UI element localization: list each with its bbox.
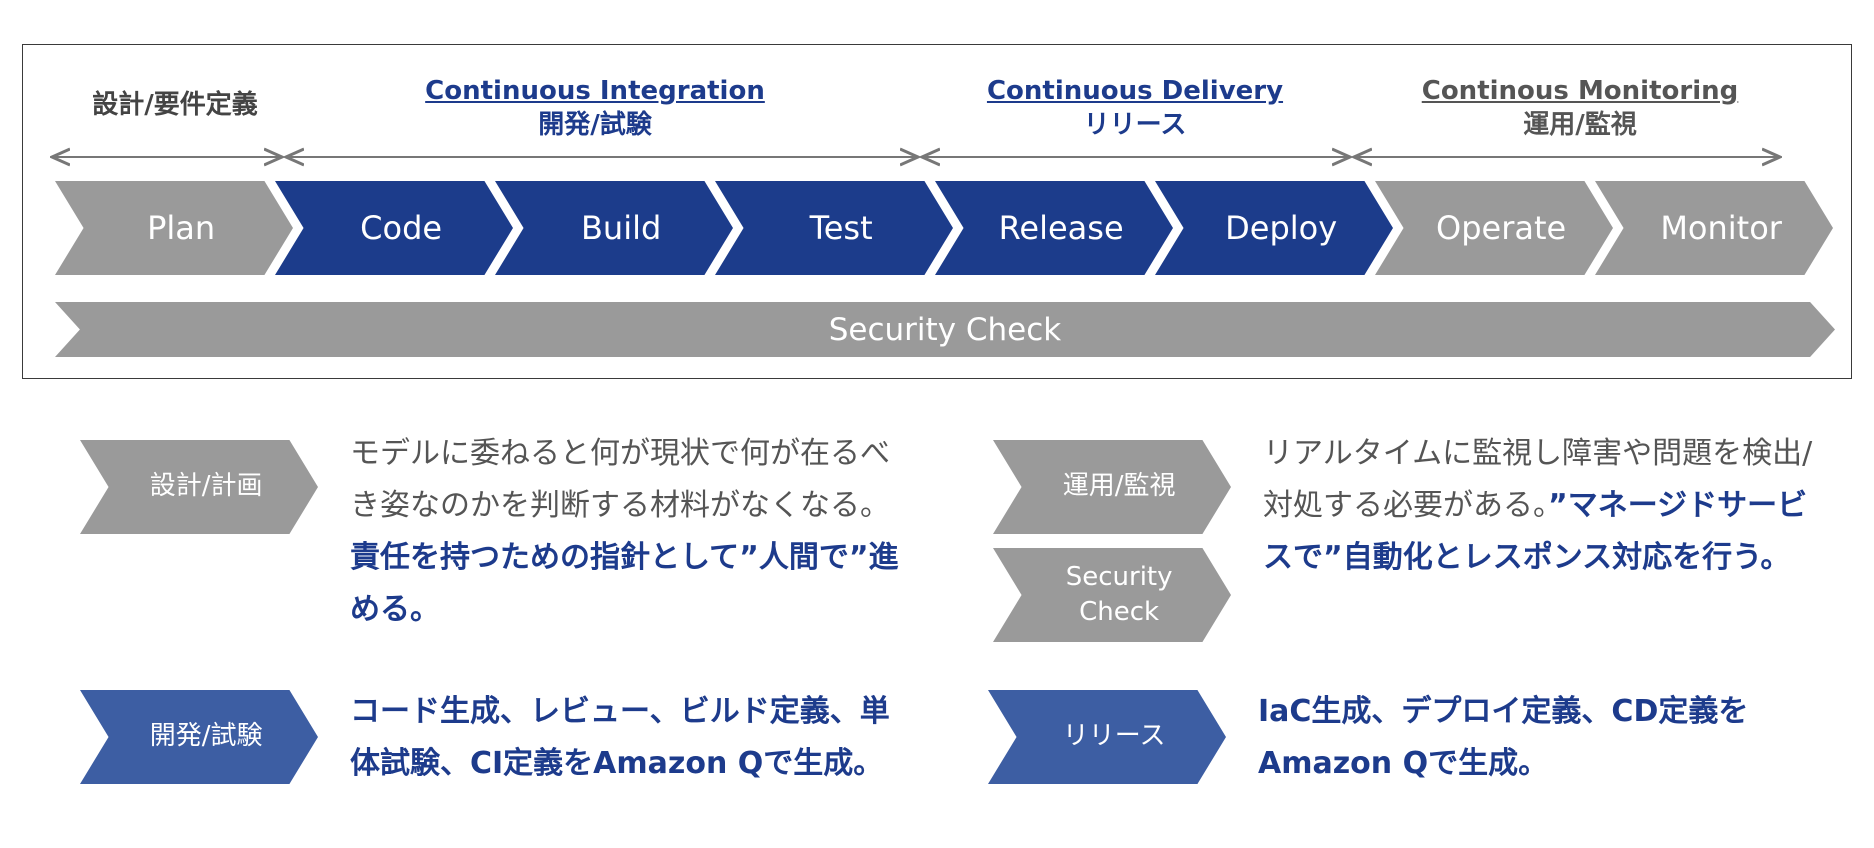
legend-release: リリース (988, 690, 1226, 784)
stage-operate-label: Operate (1436, 209, 1567, 247)
stage-monitor-label: Monitor (1660, 209, 1782, 247)
legend-ops: 運用/監視 (993, 440, 1231, 534)
phase-header-ci-en: Continuous Integration (425, 76, 765, 106)
legend-dev-label: 開発/試験 (149, 721, 263, 752)
stage-release-label: Release (998, 209, 1124, 247)
phase-header-cm: Continous Monitoring 運用/監視 (1400, 74, 1760, 142)
phase-header-plan-jp: 設計/要件定義 (92, 90, 258, 120)
pipeline-frame (22, 44, 1852, 379)
phase-header-cm-jp: 運用/監視 (1523, 110, 1637, 140)
dev-description-text: コード生成、レビュー、ビルド定義、単体試験、CI定義をAmazon Qで生成。 (350, 694, 890, 781)
stage-build-label: Build (580, 209, 662, 247)
design-description: モデルに委ねると何が現状で何が在るべき姿なのかを判断する材料がなくなる。責任を持… (350, 428, 910, 636)
ops-description: リアルタイムに監視し障害や問題を検出/対処する必要がある。”マネージドサービスで… (1263, 428, 1823, 584)
phase-header-cm-en: Continous Monitoring (1421, 76, 1739, 106)
design-description-emphasis: 責任を持つための指針として”人間で”進める。 (350, 540, 899, 627)
phase-header-cd-en: Continuous Delivery (986, 76, 1284, 106)
stage-test: Test (715, 181, 953, 275)
ops-description-emphasis: ”マネージドサービスで”自動化とレスポンス対応を行う。 (1263, 488, 1808, 575)
stage-monitor: Monitor (1595, 181, 1833, 275)
legend-security-line1: Security (1065, 561, 1173, 592)
stage-plan: Plan (55, 181, 293, 275)
stage-deploy: Deploy (1155, 181, 1393, 275)
release-description: IaC生成、デプロイ定義、CD定義をAmazon Qで生成。 (1258, 686, 1818, 790)
stage-release: Release (935, 181, 1173, 275)
legend-ops-label: 運用/監視 (1062, 471, 1176, 502)
stage-code-label: Code (360, 209, 443, 247)
legend-security-line2: Check (1079, 597, 1160, 627)
security-check-bar: Security Check (55, 302, 1835, 357)
stage-build: Build (495, 181, 733, 275)
legend-dev: 開発/試験 (80, 690, 318, 784)
legend-release-label: リリース (1062, 721, 1166, 752)
legend-security-label: Security Check (1051, 560, 1173, 630)
legend-design-label: 設計/計画 (149, 471, 263, 502)
stage-plan-label: Plan (147, 209, 216, 247)
stage-test-label: Test (809, 209, 873, 247)
legend-security: Security Check (993, 548, 1231, 642)
stage-operate: Operate (1375, 181, 1613, 275)
design-description-plain: モデルに委ねると何が現状で何が在るべき姿なのかを判断する材料がなくなる。 (350, 436, 890, 523)
phase-header-plan: 設計/要件定義 (60, 88, 290, 122)
dev-description: コード生成、レビュー、ビルド定義、単体試験、CI定義をAmazon Qで生成。 (350, 686, 910, 790)
phase-header-cd: Continuous Delivery リリース (960, 74, 1310, 142)
ops-description-plain: リアルタイムに監視し障害や問題を検出/対処する必要がある。 (1263, 436, 1813, 523)
release-description-text: IaC生成、デプロイ定義、CD定義をAmazon Qで生成。 (1258, 694, 1749, 781)
phase-header-cd-jp: リリース (1083, 110, 1187, 140)
stage-code: Code (275, 181, 513, 275)
legend-design: 設計/計画 (80, 440, 318, 534)
phase-header-ci: Continuous Integration 開発/試験 (400, 74, 790, 142)
security-check-label: Security Check (828, 311, 1062, 348)
stage-deploy-label: Deploy (1225, 209, 1338, 247)
phase-header-ci-jp: 開発/試験 (538, 110, 652, 140)
